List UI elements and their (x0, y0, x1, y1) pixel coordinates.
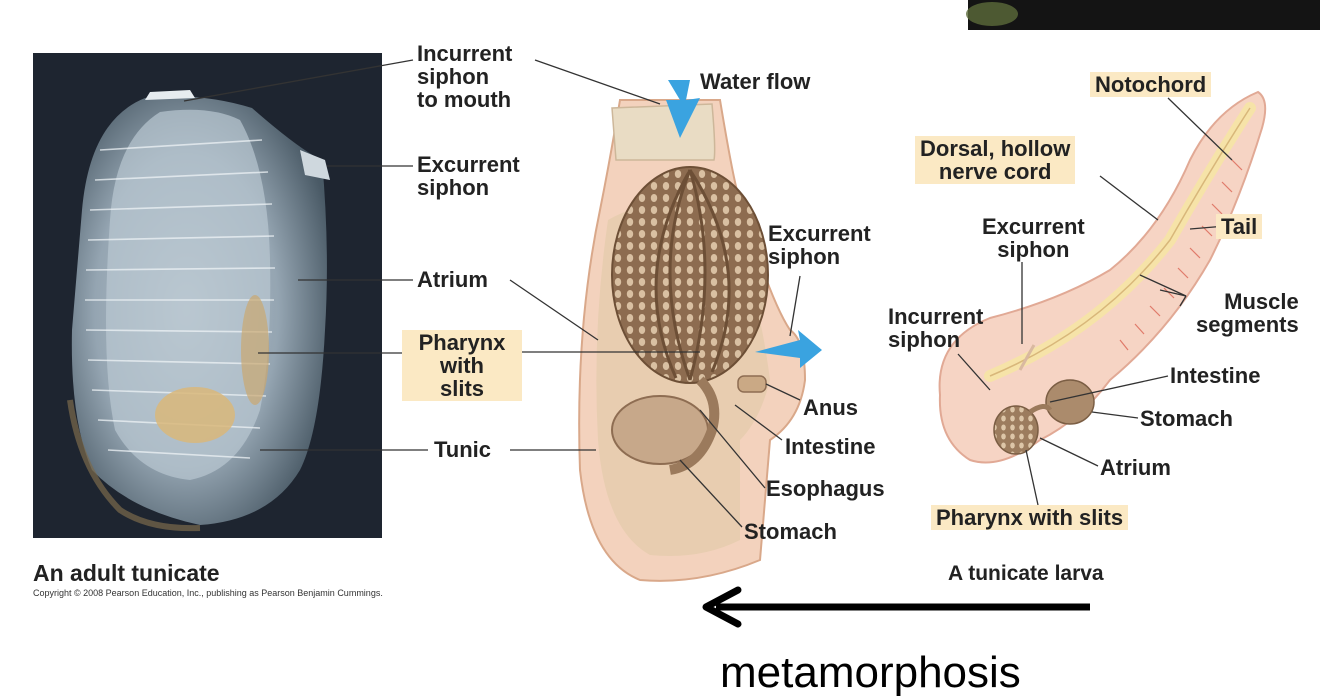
excurrent-flow-arrow (755, 330, 822, 368)
label-line: Incurrent (888, 304, 984, 329)
label-esophagus: Esophagus (766, 476, 885, 501)
water-flow-arrow (666, 80, 700, 138)
tunicate-diagram (33, 0, 1320, 628)
label-line: Excurrent (982, 214, 1085, 239)
label-line: to mouth (417, 87, 512, 112)
photo-fragment (968, 0, 1320, 30)
label-larva-stomach: Stomach (1140, 406, 1233, 431)
label-excurrent-siphon-illustration: Excurrent siphon (768, 222, 871, 268)
label-line: Excurrent (417, 152, 520, 177)
label-atrium: Atrium (417, 267, 488, 292)
label-larva-intestine: Intestine (1170, 363, 1261, 388)
label-line: siphon (997, 237, 1070, 262)
caption-adult: An adult tunicate (33, 560, 220, 586)
label-water-flow: Water flow (700, 69, 811, 94)
label-line: with (440, 353, 484, 378)
leader-lines (183, 59, 1233, 528)
label-line: siphon (417, 64, 490, 89)
metamorphosis-label: metamorphosis (720, 648, 1021, 697)
label-line: siphon (888, 327, 961, 352)
label-dorsal-hollow-nerve-cord: Dorsal, hollow nerve cord (915, 136, 1076, 184)
label-line: siphon (768, 244, 841, 269)
label-pharynx-with-slits: Pharynx with slits (402, 330, 522, 401)
label-line: nerve cord (938, 159, 1052, 184)
label-line: slits (439, 376, 485, 401)
label-tail: Tail (1216, 214, 1263, 239)
larva-illustration (938, 90, 1267, 464)
label-line: Muscle (1224, 289, 1299, 314)
label-anus: Anus (803, 395, 858, 420)
label-line: siphon (417, 175, 490, 200)
label-larva-pharynx-with-slits: Pharynx with slits (931, 505, 1129, 530)
label-tunic: Tunic (434, 437, 492, 462)
label-stomach: Stomach (744, 519, 837, 544)
label-larva-incurrent-siphon: Incurrent siphon (888, 305, 983, 351)
label-line: Incurrent (417, 41, 513, 66)
label-muscle-segments: Muscle segments (1196, 290, 1299, 336)
metamorphosis-arrow (702, 586, 1090, 628)
label-intestine: Intestine (785, 434, 876, 459)
label-line: segments (1196, 312, 1299, 337)
adult-tunicate-photo-body (67, 90, 330, 532)
label-larva-excurrent-siphon: Excurrent siphon (982, 215, 1085, 261)
caption-larva: A tunicate larva (948, 562, 1104, 585)
label-line: Excurrent (768, 221, 871, 246)
label-notochord: Notochord (1090, 72, 1212, 97)
label-line: Pharynx (418, 330, 506, 355)
copyright-text: Copyright © 2008 Pearson Education, Inc.… (33, 588, 383, 598)
adult-tunicate-illustration (578, 80, 822, 582)
label-larva-atrium: Atrium (1100, 455, 1171, 480)
label-line: Dorsal, hollow (920, 136, 1071, 161)
label-incurrent-siphon-to-mouth: Incurrent siphon to mouth (417, 42, 512, 111)
label-excurrent-siphon: Excurrent siphon (417, 153, 520, 199)
